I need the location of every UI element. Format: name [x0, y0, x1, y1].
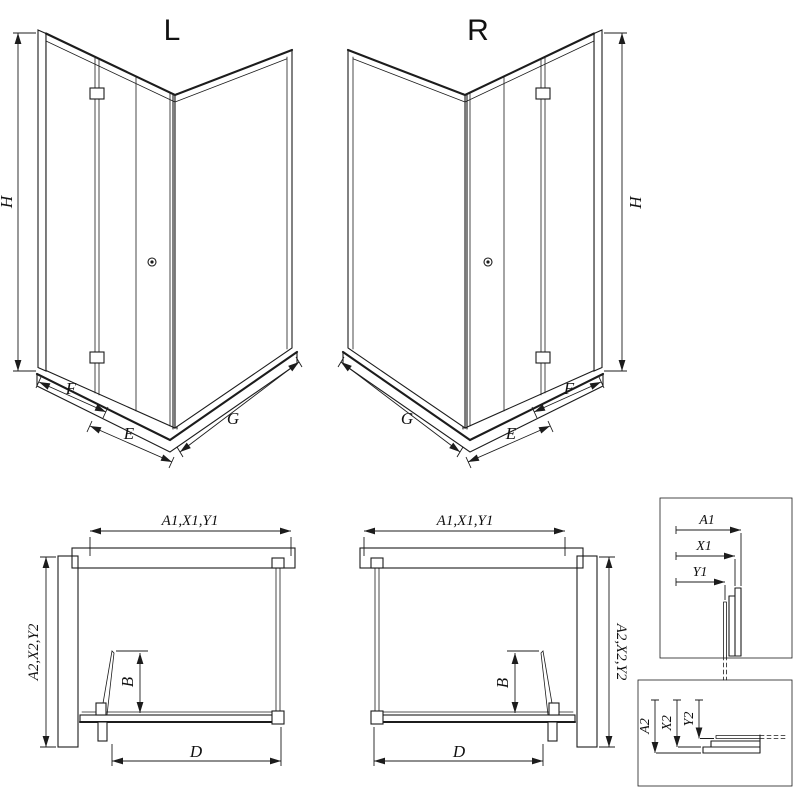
dim-label-a1: A1: [698, 513, 715, 528]
dim-label-door-fold-left: B: [118, 676, 137, 687]
plan-view-right: A1,X1,Y1 A2,X2,Y2 B D: [360, 513, 629, 766]
plan-view-left-geometry: [40, 531, 295, 766]
detail-top-border: [659, 497, 793, 659]
dim-label-top-span-left: A1,X1,Y1: [161, 513, 219, 529]
dim-label-door-right: F: [563, 379, 575, 398]
dim-label-side-right: G: [401, 409, 413, 428]
detail-bottom-profile: A2 X2 Y2: [637, 679, 793, 787]
glass-section-dashed-continuation: [723, 655, 727, 681]
wall-profile-section-caps: [728, 587, 742, 657]
dim-label-side-span-left: A2,X2,Y2: [26, 623, 42, 681]
dim-label-y2: Y2: [682, 712, 697, 727]
dim-label-y1: Y1: [693, 565, 708, 580]
dim-label-entry-right: E: [505, 424, 517, 443]
detail-top-extension-lines: [675, 526, 742, 600]
3d-view-right-geometry: [338, 30, 627, 468]
dim-label-opening-left: D: [189, 742, 203, 761]
3d-view-left: L H F E G: [0, 14, 302, 468]
dim-label-a2: A2: [638, 718, 653, 735]
bottom-profile-section-lines: [702, 740, 761, 754]
bottom-glass-dashed-continuation: [759, 735, 789, 739]
plan-view-right-geometry: [360, 531, 615, 766]
plan-view-left: A1,X1,Y1 A2,X2,Y2 B D: [26, 513, 295, 766]
dim-label-opening-right: D: [452, 742, 466, 761]
dim-label-side-span-right: A2,X2,Y2: [613, 623, 629, 681]
dim-label-side-left: G: [227, 409, 239, 428]
3d-view-right: R H F E G: [338, 14, 645, 468]
dim-label-door-left: F: [65, 379, 77, 398]
dim-label-x1: X1: [695, 539, 712, 554]
variant-label-right: R: [467, 14, 489, 47]
dim-label-top-span-right: A1,X1,Y1: [436, 513, 494, 529]
3d-view-left-geometry: [13, 30, 302, 468]
detail-top-profile: A1 X1 Y1: [659, 497, 793, 681]
glass-section-lines: [723, 601, 727, 657]
variant-label-left: L: [164, 14, 181, 47]
detail-bottom-border: [637, 679, 793, 787]
bottom-glass-section-lines: [715, 735, 761, 739]
dim-label-x2: X2: [660, 715, 675, 732]
dim-label-entry-left: E: [123, 424, 135, 443]
dim-label-door-fold-right: B: [493, 677, 512, 688]
dim-label-height-right: H: [626, 195, 645, 210]
bottom-profile-section-caps: [702, 734, 761, 754]
dim-label-height-left: H: [0, 194, 16, 209]
wall-profile-section-lines: [728, 587, 742, 657]
